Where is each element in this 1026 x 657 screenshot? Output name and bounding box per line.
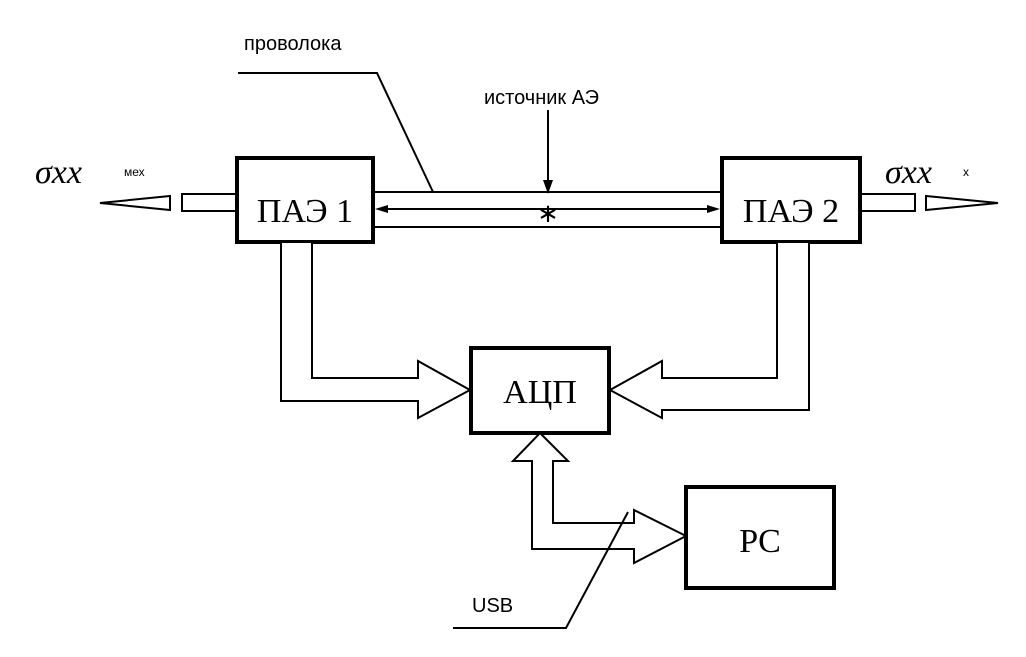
wire-label: проволока xyxy=(244,33,342,55)
pae2-to-adc-arrow xyxy=(607,241,810,420)
wave-arrow-left xyxy=(375,205,388,213)
left-stress-subscript: мех xyxy=(124,165,145,179)
ae-source-arrowhead xyxy=(543,180,553,194)
wire-leader-line xyxy=(238,72,434,193)
pae1-to-adc-arrow xyxy=(280,241,473,420)
ae-source-mark: ∗ xyxy=(537,198,559,228)
left-stress-label: σxx xyxy=(35,154,82,191)
adc-label: АЦП xyxy=(503,374,577,411)
right-tension-arrow xyxy=(925,194,999,212)
adc-pc-usb-arrow xyxy=(510,431,689,565)
pc-block xyxy=(684,485,836,590)
right-stress-subscript: x xyxy=(963,165,969,179)
adc-block xyxy=(469,346,611,435)
pae2-block xyxy=(720,156,862,244)
ae-source-label: источник АЭ xyxy=(484,87,599,109)
left-grip-stub xyxy=(181,193,238,212)
usb-leader-line xyxy=(453,511,629,629)
right-stress-label: σxx xyxy=(885,154,932,191)
pc-label: PC xyxy=(739,523,781,560)
wave-arrow-right xyxy=(707,205,720,213)
right-grip-stub xyxy=(859,193,916,212)
left-tension-arrow xyxy=(99,194,171,212)
usb-label: USB xyxy=(472,595,513,617)
pae1-label: ПАЭ 1 xyxy=(257,193,353,230)
pae1-block xyxy=(235,156,375,244)
pae2-label: ПАЭ 2 xyxy=(743,193,839,230)
